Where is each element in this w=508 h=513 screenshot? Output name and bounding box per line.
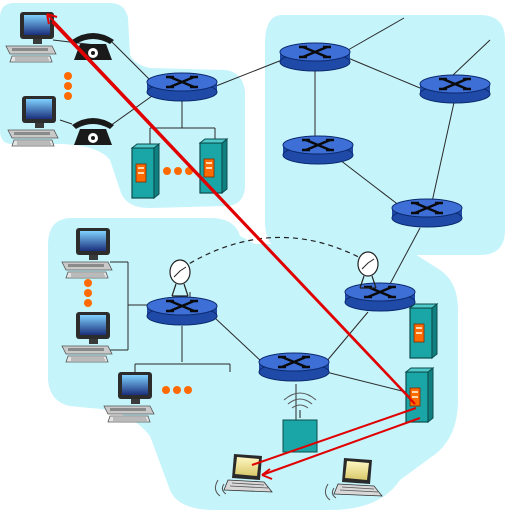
ellipsis-dots-icon: [162, 386, 192, 394]
satellite-link: [181, 236, 369, 269]
satellite-dish-icon: [169, 259, 191, 297]
ellipsis-dots-icon: [64, 72, 72, 100]
wireless-access-point-icon: [282, 392, 318, 453]
router-home-edge: [145, 71, 219, 103]
router-campus-center: [257, 351, 331, 383]
server-icon: [409, 303, 438, 359]
server-icon: [405, 367, 434, 423]
router-campus-right: [343, 281, 417, 313]
red-end-to-end-path: [46, 13, 421, 480]
router-core-bottom: [390, 197, 464, 229]
router-core-right: [418, 73, 492, 105]
home-network-region: [0, 3, 245, 208]
router-campus-left: [145, 295, 219, 327]
satellite-dish-icon: [357, 251, 379, 289]
router-core-top: [278, 41, 352, 73]
server-icon: [199, 138, 228, 194]
ellipsis-dots-icon: [163, 167, 193, 175]
server-icon: [131, 143, 160, 199]
ellipsis-dots-icon: [84, 279, 92, 307]
router-core-middle: [281, 134, 355, 166]
